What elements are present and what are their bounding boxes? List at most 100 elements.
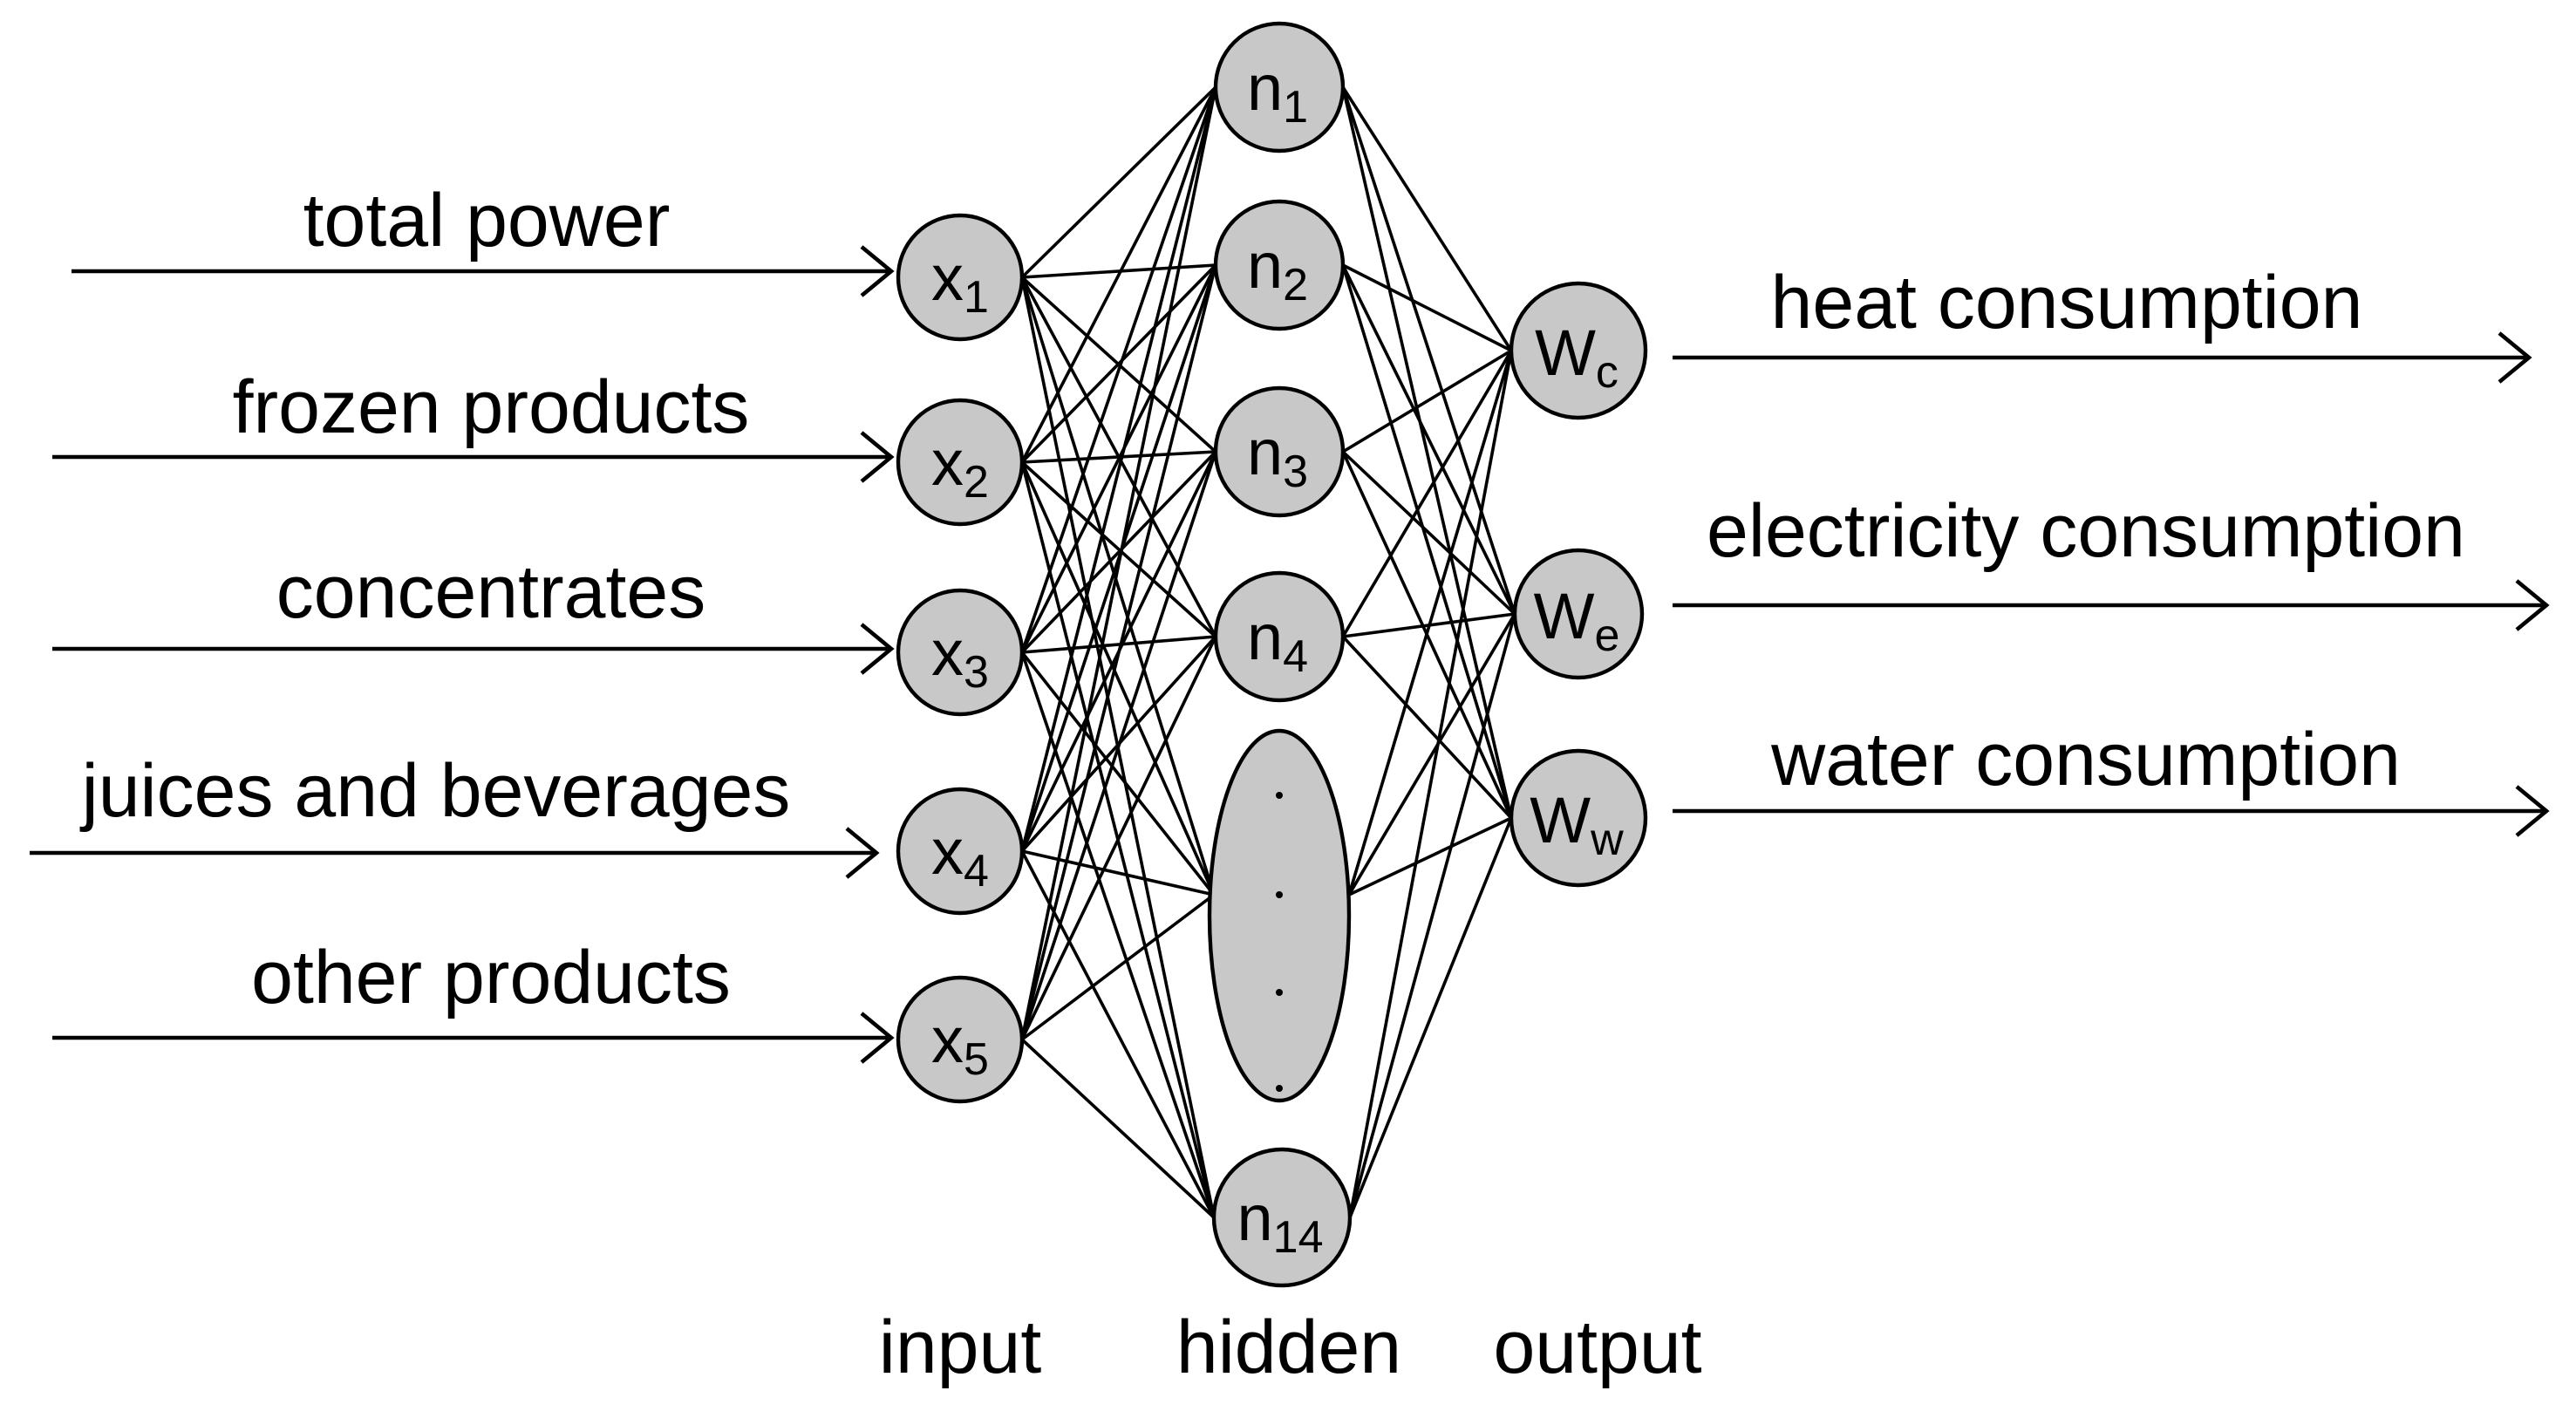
svg-text:x2: x2 [931,426,989,508]
svg-text:n1: n1 [1247,51,1308,133]
input-node-subscript: 5 [964,1034,989,1085]
connection-hidden-output [1341,86,1513,351]
input-arrow-1 [72,245,895,297]
svg-text:x4: x4 [931,815,989,896]
input-label-frozen-products: frozen products [233,365,750,449]
hidden-node-subscript: 14 [1273,1212,1324,1263]
hidden-node-symbol: n [1247,416,1283,488]
connection-input-hidden [1020,450,1217,654]
ellipsis-dot [1276,792,1283,799]
input-arrows [30,245,895,1064]
connection-hidden-output [1348,613,1516,1218]
input-node-subscript: 4 [964,846,989,896]
input-node-x4: x4 [896,787,1025,916]
input-label-concentrates: concentrates [276,550,705,634]
input-arrow-4 [30,827,880,879]
connection-hidden-output [1348,817,1513,1218]
connection-hidden-output [1342,349,1512,453]
connection-hidden-output [1347,613,1516,896]
connection-input-hidden [1020,451,1217,1040]
output-node-wc: Wc [1509,281,1648,420]
connection-hidden-output [1341,86,1516,615]
connection-input-hidden [1020,651,1216,1218]
output-node-subscript: c [1596,347,1619,398]
connection-input-hidden [1020,850,1216,1218]
connection-input-hidden [1020,1038,1216,1219]
connection-input-hidden [1020,85,1217,279]
hidden-node-symbol: n [1247,229,1283,302]
connection-input-hidden [1020,461,1216,896]
connection-input-hidden [1020,263,1217,464]
svg-text:n14: n14 [1237,1182,1324,1263]
connection-hidden-output [1341,86,1513,819]
ellipsis-dot [1276,989,1283,996]
input-node-subscript: 1 [964,272,989,323]
input-node-subscript: 3 [964,647,989,698]
svg-text:x5: x5 [931,1004,989,1085]
connection-input-hidden [1020,893,1216,1041]
output-arrow-1 [1673,331,2532,384]
input-node-symbol: x [931,617,964,689]
output-node-ww: Ww [1509,748,1648,888]
output-label-electricity-consumption: electricity consumption [1707,489,2465,573]
connection-input-hidden [1020,460,1217,638]
connection-hidden-output [1342,263,1512,352]
svg-text:Wc: Wc [1535,317,1619,398]
output-arrows [1673,331,2550,837]
connection-hidden-output [1341,350,1513,637]
connections [1020,85,1516,1219]
input-arrow-3 [52,623,895,675]
hidden-node-n4: n4 [1213,570,1346,703]
connection-input-hidden [1020,86,1217,653]
input-node-symbol: x [931,815,964,888]
hidden-node-n2: n2 [1213,199,1346,331]
connection-input-hidden [1020,86,1217,1040]
input-node-symbol: x [931,242,964,314]
connection-input-hidden [1020,636,1217,1040]
output-node-subscript: e [1594,610,1619,661]
hidden-node-n1: n1 [1213,21,1346,153]
input-node-x5: x5 [896,975,1025,1104]
hidden-node-subscript: 2 [1283,260,1308,310]
input-node-x1: x1 [896,213,1025,342]
connection-hidden-output [1341,450,1516,616]
input-label-juices-and-beverages: juices and beverages [79,749,791,833]
hidden-node-symbol: n [1247,601,1283,673]
hidden-node-subscript: 1 [1283,82,1308,133]
svg-text:Ww: Ww [1530,784,1624,865]
hidden-node-n3: n3 [1213,385,1346,518]
input-label-total-power: total power [303,179,671,262]
ellipsis-dot [1276,891,1283,898]
output-node-we: We [1512,548,1645,680]
svg-text:We: We [1534,580,1620,661]
layer-label-input: input [879,1306,1042,1389]
svg-text:n3: n3 [1247,416,1308,497]
connection-hidden-output [1348,816,1512,896]
input-node-x2: x2 [896,398,1025,527]
input-node-symbol: x [931,1004,964,1076]
connection-input-hidden [1021,635,1216,654]
svg-text:x3: x3 [931,617,989,698]
hidden-node-symbol: n [1247,51,1283,124]
output-arrow-3 [1673,785,2550,837]
connection-input-hidden [1020,264,1217,653]
connection-input-hidden [1020,86,1217,463]
connection-input-hidden [1020,264,1217,1040]
input-label-other-products: other products [251,936,731,1019]
connection-input-hidden [1020,86,1217,852]
layer-label-output: output [1493,1306,1701,1389]
input-arrow-2 [52,431,895,483]
connection-hidden-output [1348,350,1513,1218]
hidden-node-subscript: 3 [1283,447,1308,497]
svg-text:x1: x1 [931,242,989,323]
hidden-node-n14: n14 [1211,1147,1353,1288]
output-node-symbol: W [1535,317,1596,389]
input-node-subscript: 2 [964,457,989,508]
connection-hidden-output [1341,264,1516,615]
svg-text:n4: n4 [1247,601,1308,682]
hidden-node-subscript: 4 [1283,631,1308,682]
connection-input-hidden [1020,276,1216,896]
connection-input-hidden [1021,849,1215,896]
svg-text:n2: n2 [1247,229,1308,310]
